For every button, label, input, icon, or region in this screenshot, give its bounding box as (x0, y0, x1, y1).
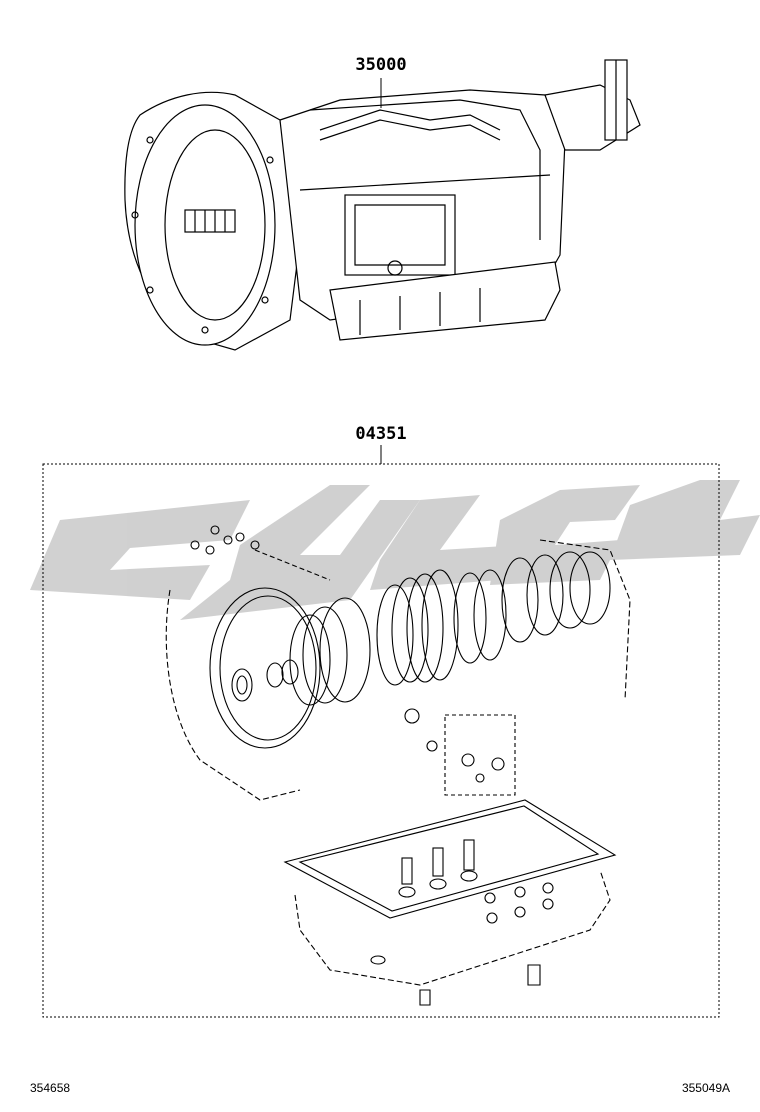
valve-body (344, 194, 456, 276)
kit-parts-drawing (165, 525, 631, 1006)
case-ghost-outline (165, 539, 631, 801)
oil-seal (231, 668, 253, 702)
transmission-assembly-drawing (124, 59, 641, 351)
clutch-seal-rings (289, 551, 611, 706)
footer-reference-right: 355049A (682, 1081, 730, 1095)
callout-35000: 35000 (355, 55, 406, 75)
drain-plug (419, 989, 431, 1006)
accumulator-seal (404, 708, 420, 724)
callout-04351: 04351 (355, 424, 406, 444)
kit-boundary-box (42, 463, 720, 1018)
oil-pan (329, 261, 561, 341)
oil-pan-gasket (283, 799, 617, 919)
footer-reference-left: 354658 (30, 1081, 70, 1095)
oil-pan-ghost (294, 869, 611, 986)
input-shaft (184, 209, 236, 233)
front-pump-gasket (209, 587, 321, 749)
